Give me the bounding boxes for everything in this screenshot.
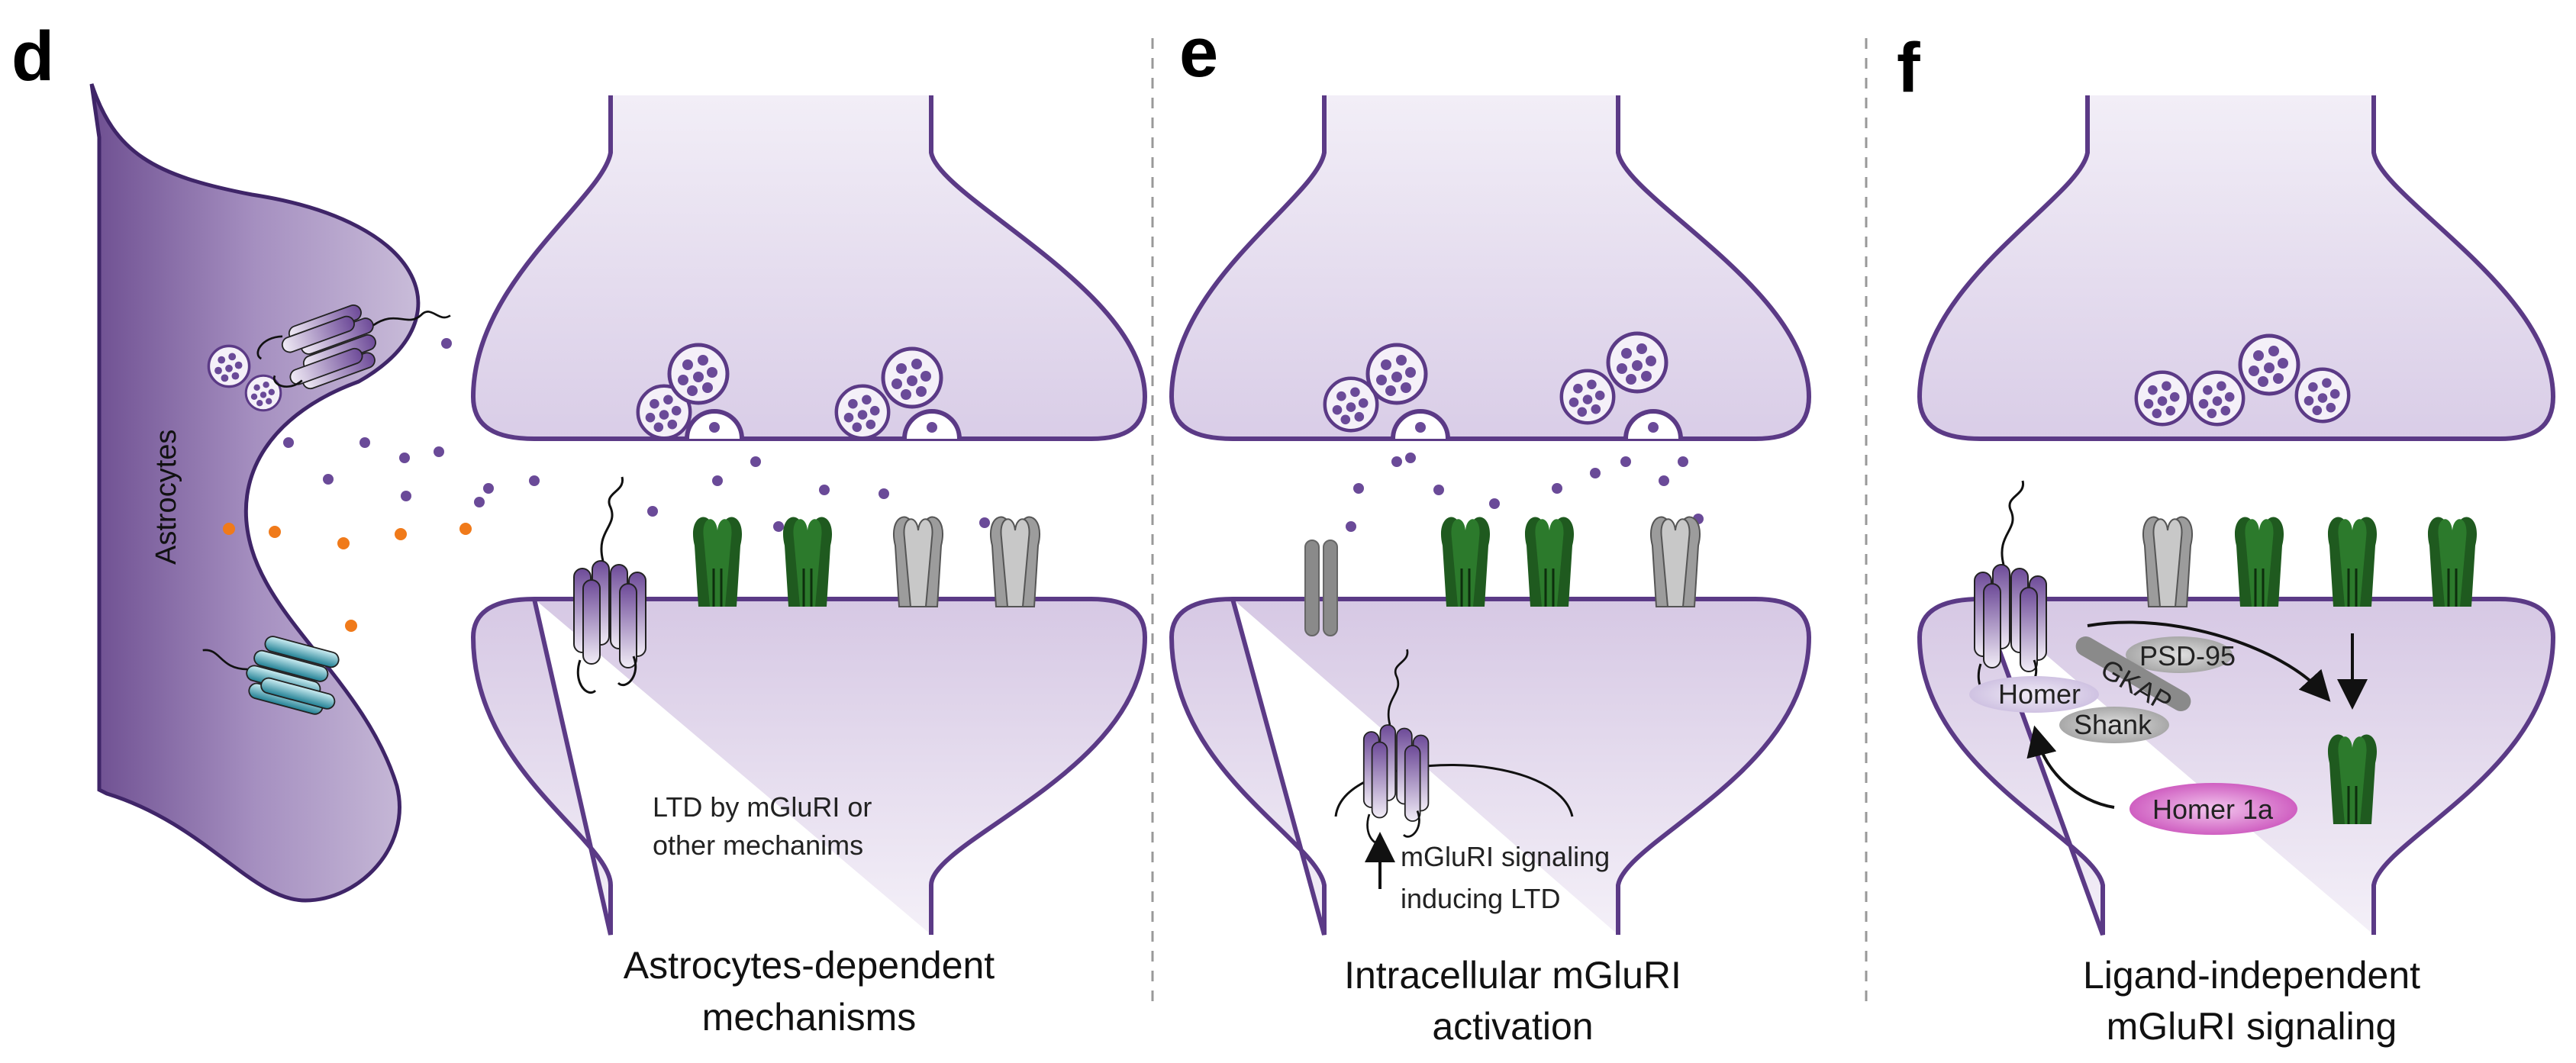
vesicles-d [638, 345, 962, 439]
homer1a-protein [2129, 783, 2297, 835]
psd95-label: PSD-95 [2139, 640, 2236, 672]
panel-letter-f: f [1897, 29, 1920, 107]
grey-receptor-f1 [2142, 516, 2194, 607]
panel-f: f PSD-95 GKAP Homer Shank Homer 1a Lig [1897, 29, 2556, 1048]
astrocyte-cell [89, 83, 421, 903]
presynaptic-terminal-d [470, 95, 1148, 441]
caption-e-line2: activation [1432, 1005, 1593, 1048]
intracellular-membrane-e [1334, 764, 1574, 817]
postsynaptic-terminal-d [470, 596, 1148, 936]
arrow-mglur-to-ampa [2087, 620, 2331, 702]
caption-e-line1: Intracellular mGluRI [1344, 954, 1681, 997]
ampa-receptor-f3 [2426, 516, 2478, 608]
arrow-homer1a-to-homer [2026, 725, 2115, 809]
ampa-receptor-f2 [2326, 516, 2378, 608]
ampa-receptor-d1 [692, 516, 743, 608]
grey-receptor-e1 [1649, 516, 1701, 607]
postsyn-label-d-line1: LTD by mGluRI or [653, 791, 872, 823]
panel-d: d Astrocytes [11, 18, 1148, 1039]
homer-protein [1969, 676, 2099, 713]
astrocyte-label: Astrocytes [150, 430, 182, 565]
postsyn-label-d-line2: other mechanims [653, 829, 863, 861]
grey-receptor-d2 [989, 516, 1041, 607]
glutamate-dots-d [283, 338, 990, 532]
grey-receptor-d1 [892, 516, 944, 607]
caption-d-line2: mechanisms [702, 996, 917, 1039]
ampa-receptor-e1 [1440, 516, 1491, 608]
postsynaptic-terminal-f [1917, 596, 2556, 936]
caption-f-line2: mGluRI signaling [2107, 1005, 2397, 1048]
psd95-protein [2126, 636, 2233, 673]
gkap-protein [2075, 636, 2191, 711]
presynaptic-terminal-e [1169, 95, 1812, 441]
shank-protein [2059, 707, 2169, 743]
orange-gliotransmitter-dots [223, 523, 472, 632]
panel-letter-e: e [1179, 14, 1218, 92]
panel-e: e [1169, 14, 1812, 1048]
homer1a-label: Homer 1a [2152, 794, 2274, 825]
ampa-receptor-d2 [782, 516, 833, 608]
caption-d-line1: Astrocytes-dependent [624, 944, 995, 987]
presynaptic-terminal-f [1917, 95, 2556, 441]
astrocyte-receptor-teal [202, 636, 340, 715]
panel-letter-d: d [11, 18, 54, 95]
ampa-receptor-f1 [2233, 516, 2285, 608]
shank-label: Shank [2074, 709, 2152, 740]
mglur-receptor-f [1973, 479, 2048, 698]
ampa-receptor-e2 [1523, 516, 1575, 608]
signal-label-e-line2: inducing LTD [1401, 883, 1560, 914]
signal-label-e-line1: mGluRI signaling [1401, 841, 1610, 872]
grey-channel-e [1304, 540, 1338, 636]
caption-f-line1: Ligand-independent [2083, 954, 2420, 997]
homer-label: Homer [1998, 678, 2081, 710]
ampa-receptor-f-internalized [2326, 733, 2378, 826]
vesicles-e [1325, 333, 1683, 440]
